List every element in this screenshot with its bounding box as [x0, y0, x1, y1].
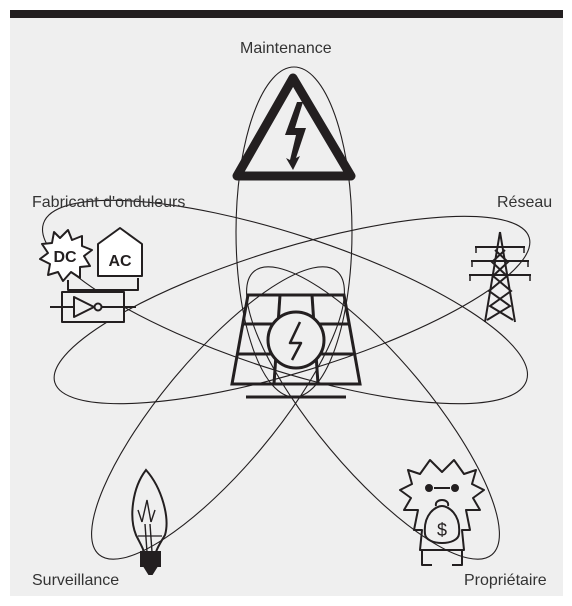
- grid-ellipse: [53, 215, 531, 405]
- owner-bag-dollar-sign: $: [437, 520, 447, 540]
- ac-label: AC: [108, 253, 132, 270]
- label-grid: Réseau: [497, 194, 553, 211]
- owner-ellipse: [246, 266, 500, 560]
- high-voltage-warning-icon: [232, 73, 356, 181]
- light-bulb-icon: [131, 468, 168, 575]
- stakeholder-venn-diagram: DC AC: [39, 66, 531, 575]
- label-maintenance: Maintenance: [240, 40, 332, 57]
- inverter-icon: [39, 227, 143, 323]
- dc-label: DC: [53, 249, 77, 266]
- monitoring-ellipse: [91, 266, 345, 560]
- label-inverter-maker: Fabricant d'onduleurs: [32, 194, 186, 211]
- inverter-maker-ellipse: [41, 199, 529, 405]
- transmission-tower-icon: [469, 231, 531, 323]
- label-monitoring: Surveillance: [32, 572, 120, 589]
- label-owner: Propriétaire: [464, 572, 547, 589]
- owner-money-bag-icon: [399, 459, 485, 566]
- solar-panel-icon: [230, 293, 362, 399]
